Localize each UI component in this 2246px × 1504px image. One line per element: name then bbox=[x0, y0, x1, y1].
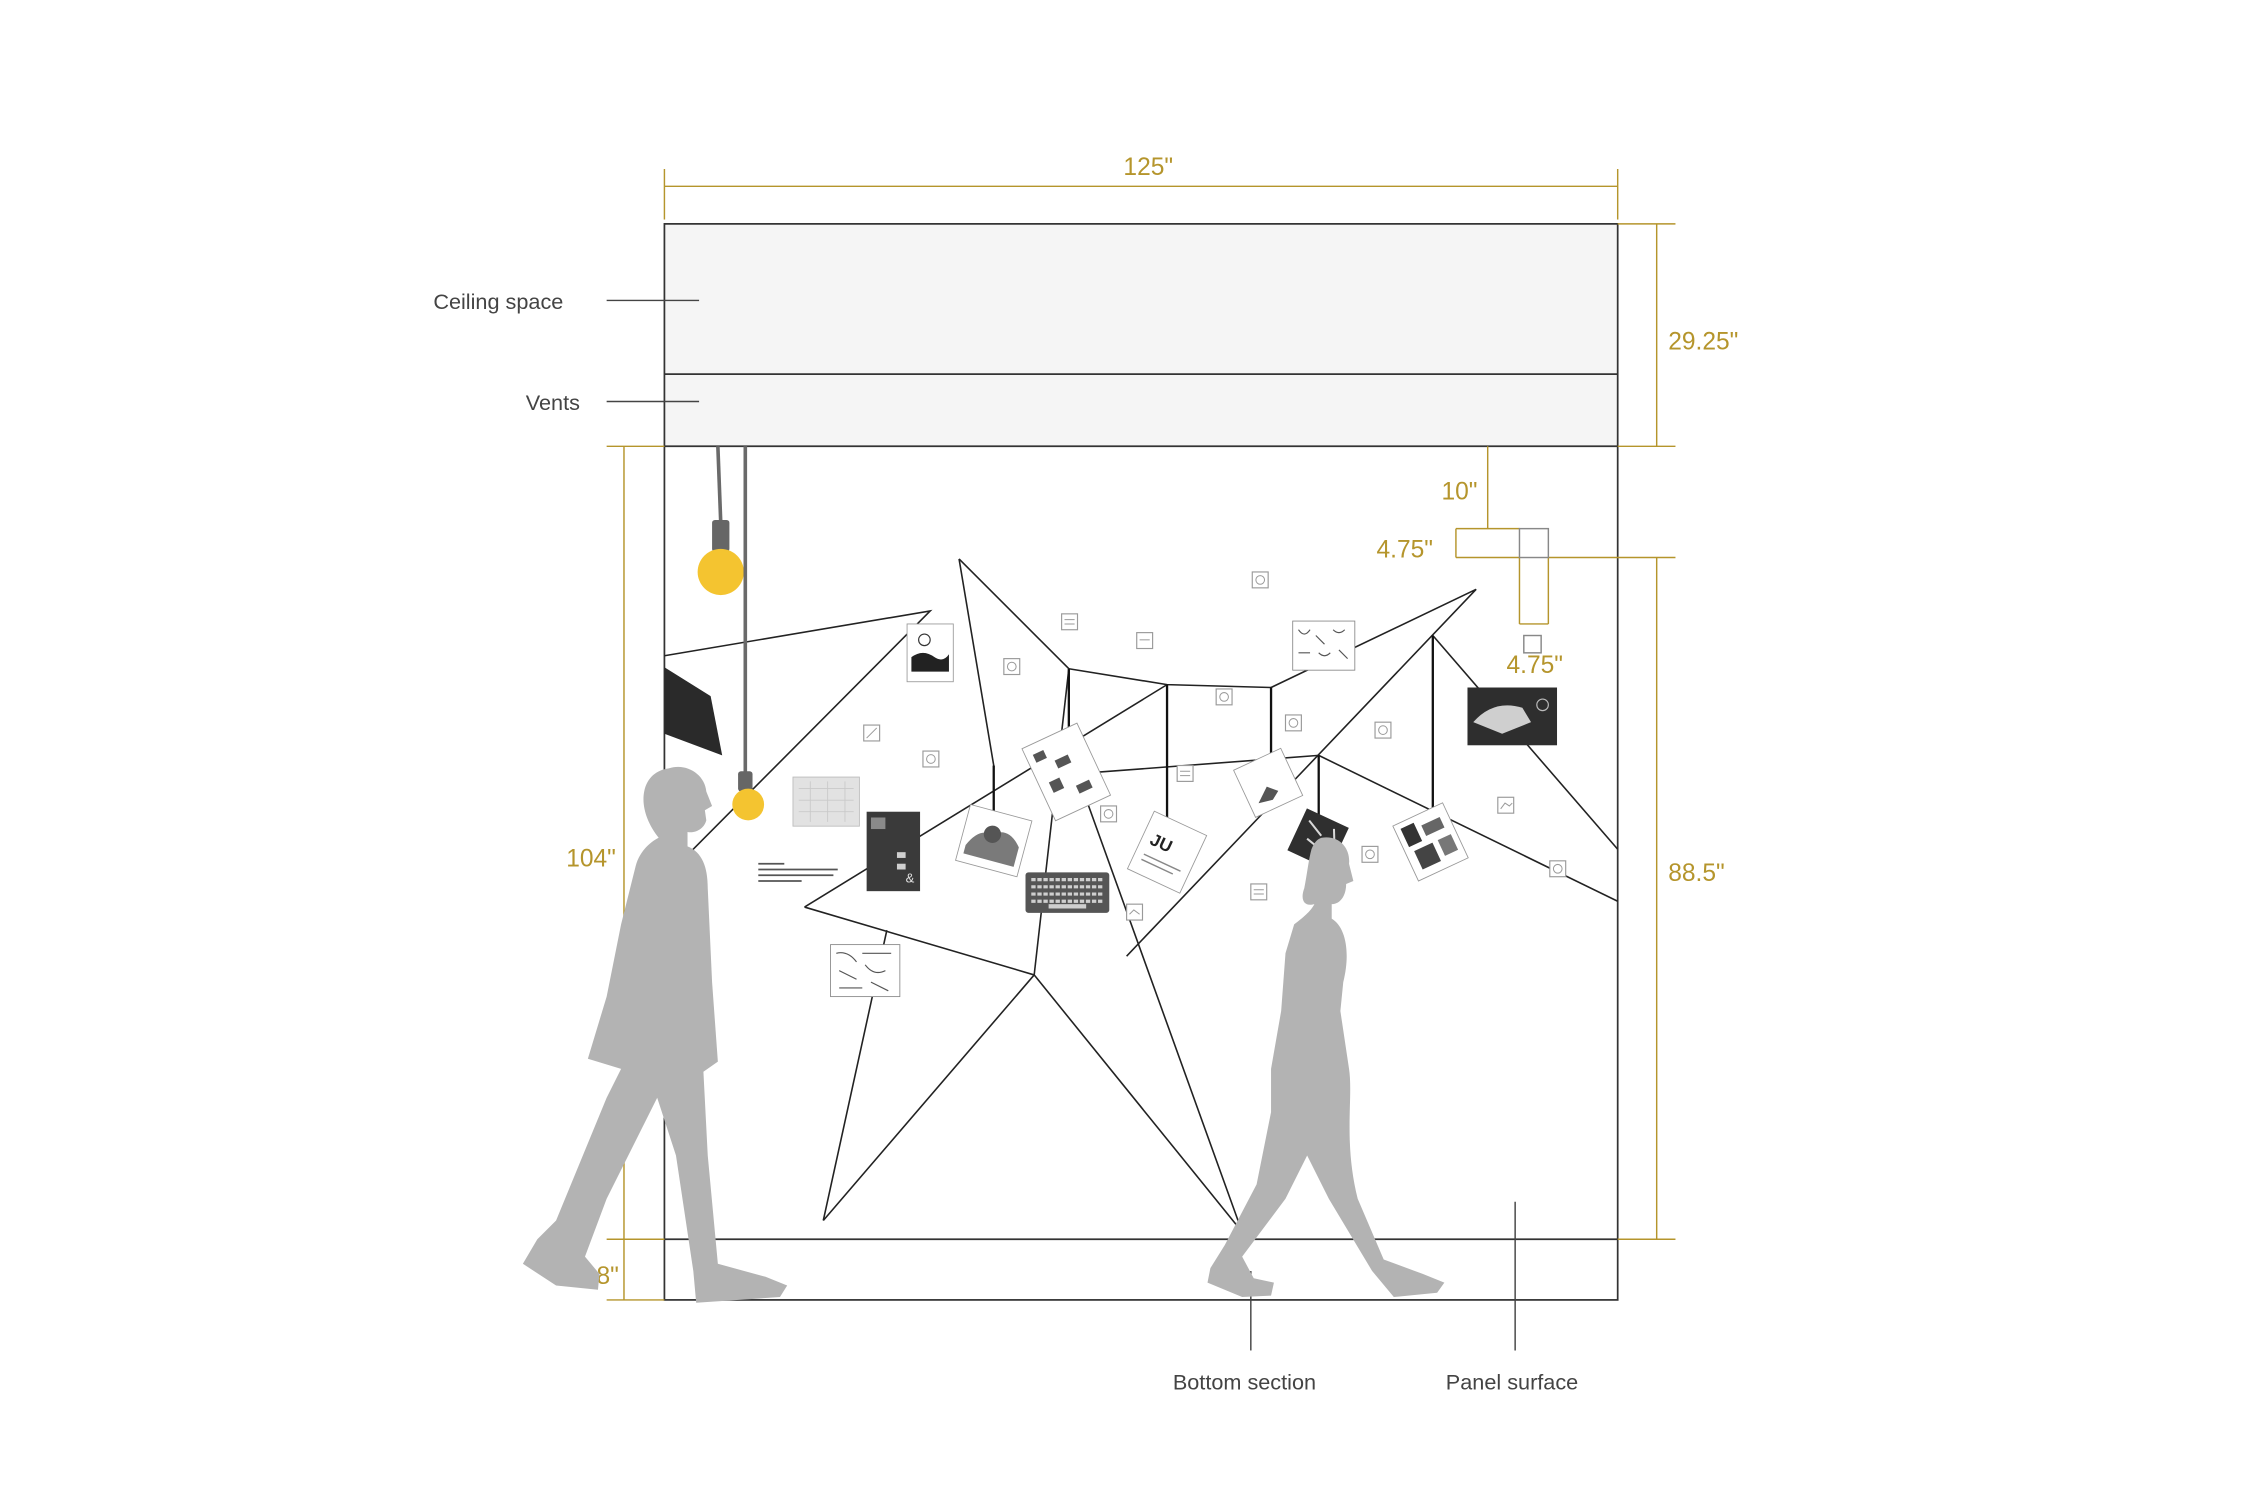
string-line bbox=[663, 609, 933, 879]
poster-thumbnail-icon bbox=[1061, 613, 1079, 631]
vent-width-label: 4.75" bbox=[1376, 537, 1432, 564]
dark-poster: & bbox=[866, 811, 921, 892]
poster-thumbnail-icon bbox=[906, 623, 954, 683]
vent-height-label: 4.75" bbox=[1506, 652, 1563, 679]
string-line bbox=[1068, 750, 1243, 1233]
string-line bbox=[1033, 974, 1243, 1233]
poster-thumbnail-icon bbox=[1003, 658, 1021, 676]
poster-thumbnail-icon bbox=[1361, 845, 1379, 863]
sketch-sheet bbox=[830, 944, 901, 998]
poster-thumbnail-icon bbox=[1497, 796, 1515, 814]
person-silhouette-icon bbox=[1207, 837, 1445, 1298]
hanging-poster bbox=[1021, 722, 1112, 822]
panel-height-label: 104" bbox=[566, 846, 616, 873]
svg-text:&: & bbox=[906, 870, 915, 885]
hanging-strings bbox=[992, 635, 1434, 819]
string-line bbox=[958, 558, 995, 766]
string-line bbox=[1318, 754, 1619, 902]
black-wall-shape bbox=[664, 667, 723, 756]
poster-thumbnail-icon bbox=[922, 750, 940, 768]
poster-thumbnail-icon bbox=[1136, 632, 1154, 650]
hanging-poster bbox=[955, 803, 1033, 878]
string-line bbox=[804, 683, 1168, 908]
string-line bbox=[1033, 668, 1070, 976]
poster-thumbnail-icon bbox=[1251, 571, 1269, 589]
poster-thumbnail-icon bbox=[1250, 883, 1268, 901]
ceiling-space-label: Ceiling space bbox=[433, 289, 563, 314]
panel-frame bbox=[663, 223, 1619, 1301]
dark-image-thumbnail bbox=[1467, 687, 1558, 746]
poster-thumbnail-icon bbox=[1374, 721, 1392, 739]
poster-thumbnail-icon bbox=[1549, 860, 1567, 878]
pendant-bulb-icon bbox=[697, 446, 744, 596]
vent-offset-label: 10" bbox=[1441, 479, 1477, 506]
vent-box bbox=[1518, 527, 1550, 559]
poster-thumbnail-icon bbox=[1284, 714, 1302, 732]
hanging-poster: JU bbox=[1126, 810, 1208, 894]
grid-panel-thumbnail bbox=[792, 776, 860, 827]
bottom-section-label: Bottom section bbox=[1173, 1369, 1316, 1394]
person-silhouette-icon bbox=[522, 766, 788, 1303]
string-line bbox=[822, 974, 1035, 1221]
poster-thumbnail-icon bbox=[1215, 688, 1233, 706]
bottom-height-label: 8" bbox=[597, 1263, 619, 1290]
hanging-poster bbox=[1233, 747, 1304, 818]
overall-width-label: 125" bbox=[1123, 154, 1173, 181]
string-line bbox=[1068, 667, 1272, 689]
dimension-lines bbox=[606, 168, 1676, 1301]
string-line bbox=[958, 558, 1070, 670]
string-line bbox=[804, 906, 1035, 976]
ceiling-space-area bbox=[664, 223, 1618, 447]
poster-thumbnail-icon bbox=[1100, 805, 1118, 823]
panel-surface-label: Panel surface bbox=[1446, 1369, 1578, 1394]
ceiling-height-label: 29.25" bbox=[1668, 329, 1738, 356]
vent-box-small bbox=[1523, 634, 1542, 654]
display-height-label: 88.5" bbox=[1668, 860, 1725, 887]
poster-thumbnail-icon bbox=[1176, 764, 1194, 782]
pendant-bulb-icon bbox=[732, 446, 765, 821]
small-text-block bbox=[758, 862, 838, 882]
small-thumbnails bbox=[863, 571, 1567, 921]
hanging-poster bbox=[1392, 802, 1469, 882]
star-string-lines bbox=[663, 558, 1619, 1233]
poster-thumbnail-icon bbox=[863, 724, 881, 742]
poster-thumbnail-icon bbox=[1126, 903, 1144, 921]
vents-label: Vents bbox=[526, 390, 580, 415]
keyboard-icon bbox=[1025, 872, 1110, 913]
sketch-sheet bbox=[1292, 620, 1356, 671]
